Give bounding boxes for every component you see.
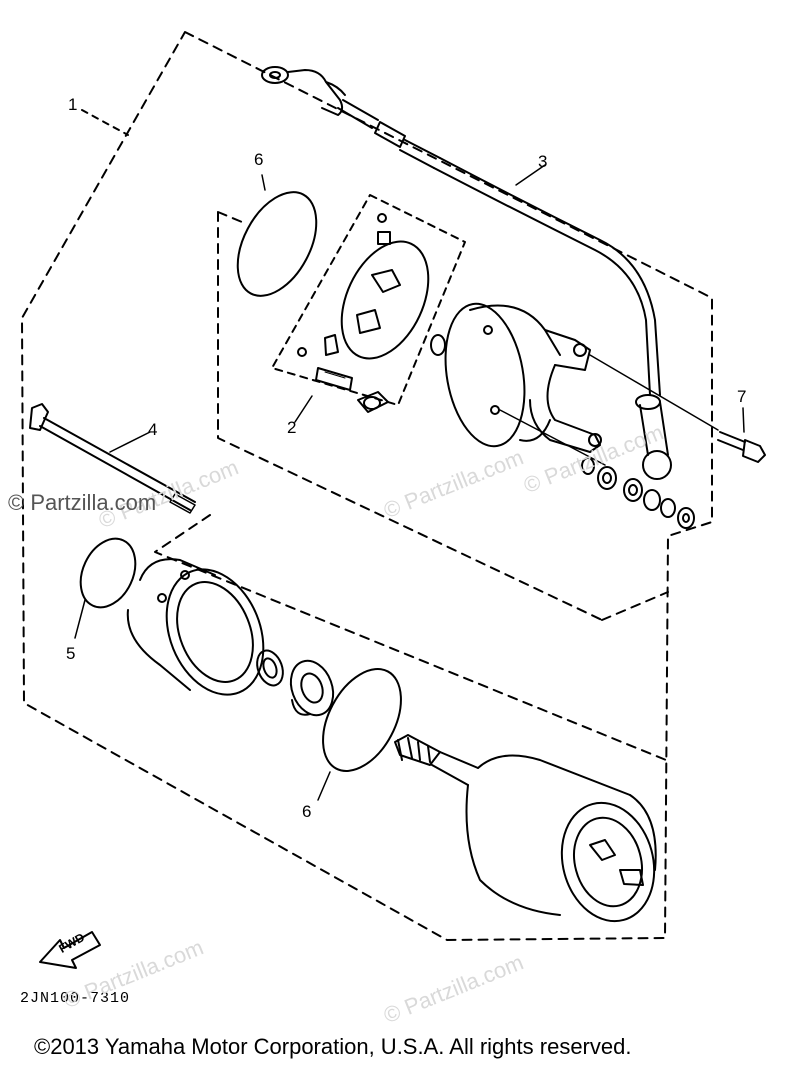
brush-plate-box [271,194,466,406]
brush-plate [297,213,430,391]
washer [430,334,446,356]
inner-boundary [217,211,669,621]
leader-2 [294,395,313,423]
oil-seal [256,649,284,687]
callout-1: 1 [68,95,78,114]
terminal-nuts [581,457,695,529]
callout-3: 3 [538,152,548,171]
o-ring-top [236,174,318,297]
fwd-arrow-icon [39,931,101,969]
insulator [357,391,389,413]
bearing [289,659,335,717]
copyright-notice: ©2013 Yamaha Motor Corporation, U.S.A. A… [34,1034,632,1059]
front-cover [444,302,602,453]
lower-section-boundary [154,514,667,761]
callout-6-bottom: 6 [302,802,312,821]
callout-6-top: 6 [254,150,264,169]
rear-cover [126,558,265,696]
callout-4: 4 [148,420,158,439]
o-ring-bottom [317,668,402,801]
stud-line-2 [589,354,719,431]
o-ring-5 [74,537,137,639]
callout-2: 2 [287,418,297,437]
starter-motor-yoke [394,734,657,923]
diagram-part-code: 2JN100-7310 [20,990,131,1007]
watermark: © Partzilla.com [8,490,157,515]
starter-cable [261,66,672,480]
stud-line [499,409,606,466]
callout-5: 5 [66,644,76,663]
assembly-boundary [21,31,713,941]
through-bolt [29,403,196,514]
callout-7: 7 [737,387,747,406]
bolt-7 [717,407,766,463]
leader-1 [81,109,129,136]
